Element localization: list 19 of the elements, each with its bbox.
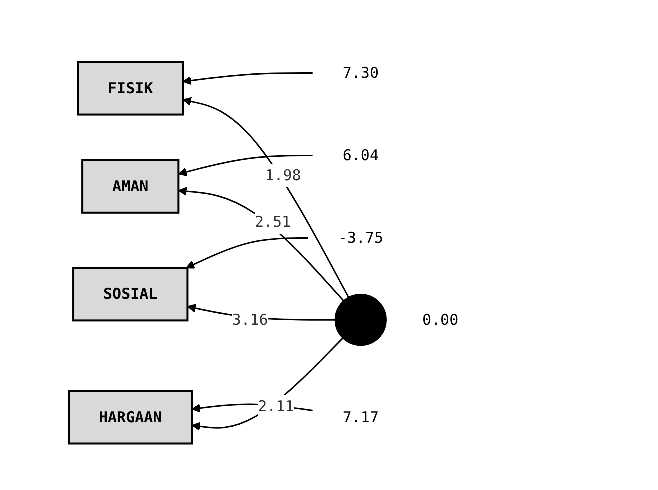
edge-label: 3.16	[232, 310, 268, 328]
arrow	[182, 96, 350, 298]
arrow	[186, 237, 308, 268]
edge-label: 1.98	[264, 166, 302, 184]
node-text: 7.30	[342, 64, 379, 82]
arrow	[178, 154, 313, 176]
node-box: HARGAAN	[68, 390, 193, 444]
arrow	[178, 186, 344, 302]
node-ellipse	[334, 294, 387, 346]
node-box: FISIK	[76, 60, 184, 116]
node-label: 0.00	[422, 310, 458, 328]
arrow	[182, 72, 313, 85]
node-text: 7.17	[342, 408, 379, 426]
edge-label: 2.51	[254, 212, 291, 231]
edge-label: 2.11	[258, 397, 294, 416]
node-box: AMAN	[81, 159, 180, 214]
node-text: -3.75	[338, 228, 384, 247]
node-box: SOSIAL	[72, 266, 188, 322]
node-text: 6.04	[342, 146, 379, 164]
